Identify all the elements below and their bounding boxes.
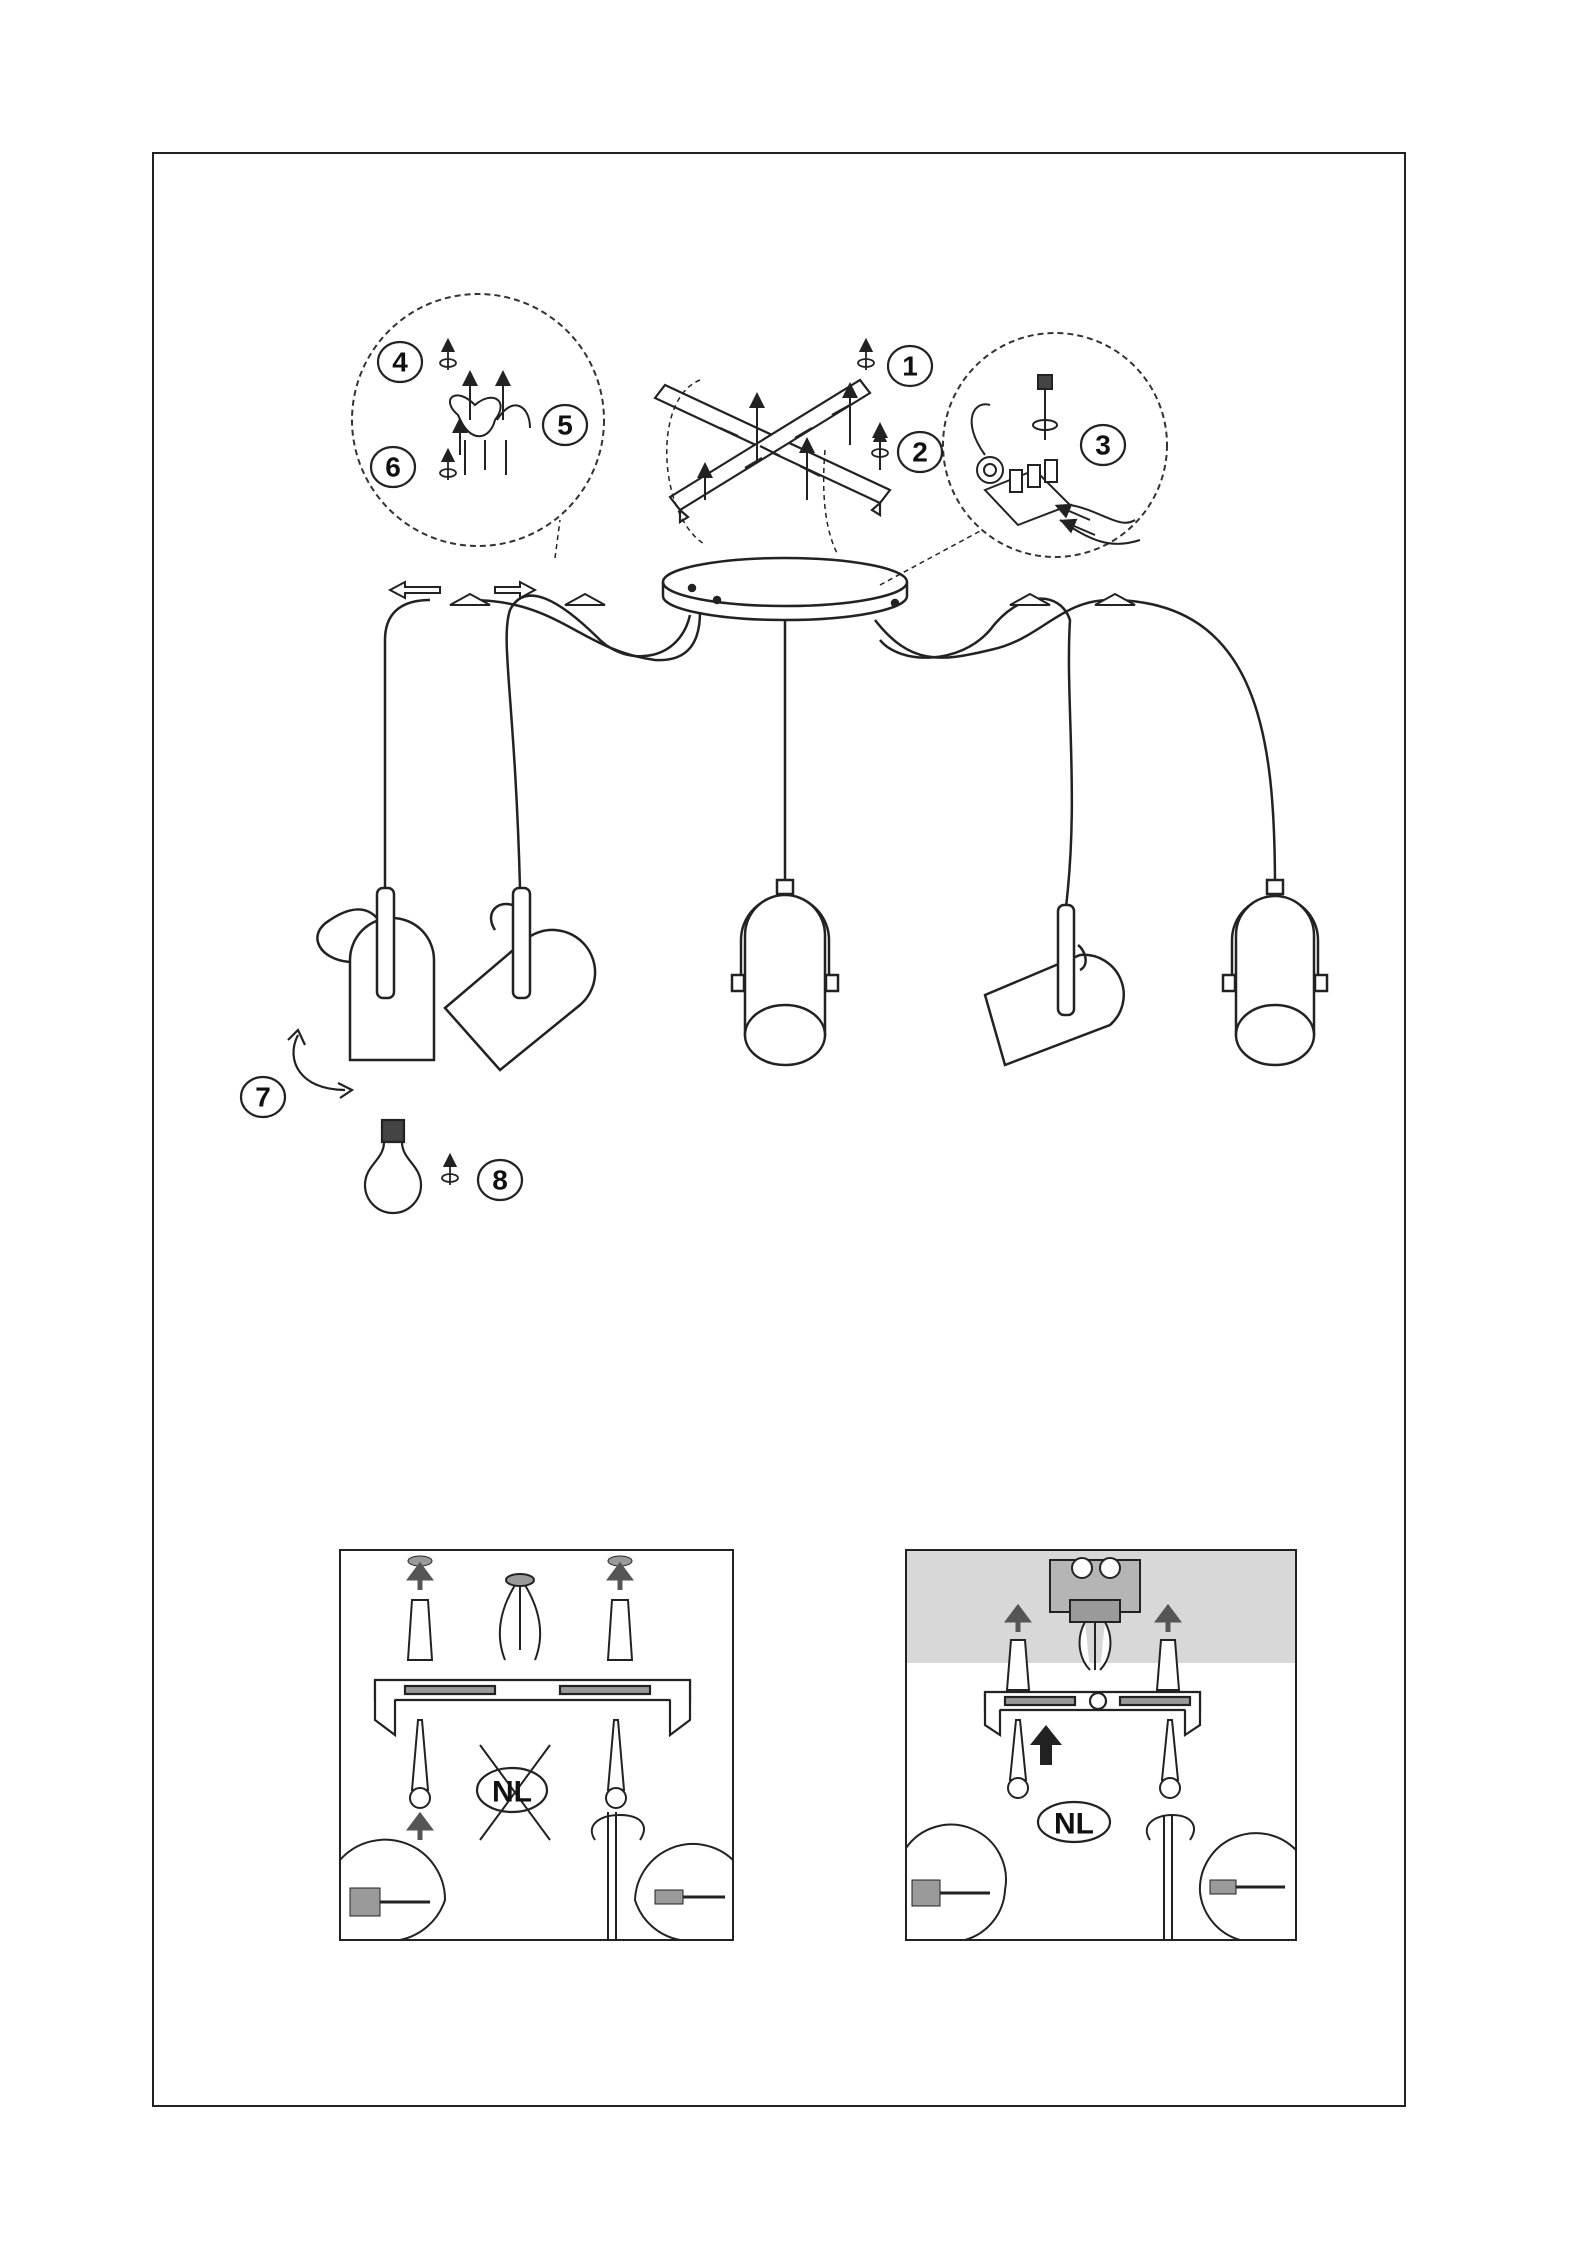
rotate-arrow-icon [288, 1030, 352, 1098]
region-code-left: NL [492, 1776, 532, 1809]
step-number-2: 2 [912, 437, 928, 468]
slide-adjust-arrows [390, 582, 535, 598]
cross-mounting-bracket [655, 380, 890, 522]
lamp-shade-1 [317, 888, 434, 1060]
step-number-3: 3 [1095, 430, 1111, 461]
detail-circle-terminal-block [943, 333, 1167, 557]
step-number-4: 4 [392, 347, 408, 378]
lamp-shade-4 [985, 905, 1124, 1065]
lamp-shade-3 [732, 880, 838, 1065]
pendant-cables [385, 596, 1275, 915]
leader-lines [555, 380, 982, 585]
region-code-right: NL [1054, 1808, 1094, 1841]
install-panel-right: NL [906, 1550, 1296, 1940]
step-number-6: 6 [385, 452, 401, 483]
lamp-shade-5 [1223, 880, 1327, 1065]
step-number-7: 7 [255, 1082, 271, 1113]
ceiling-canopy [663, 558, 907, 620]
step-number-8: 8 [492, 1165, 508, 1196]
lamp-shade-2 [445, 888, 595, 1070]
step-number-5: 5 [557, 410, 573, 441]
install-panel-left: NL [340, 1550, 733, 1940]
drill-icon [906, 1825, 1006, 1940]
step-number-1: 1 [902, 351, 918, 382]
light-bulb-icon [365, 1120, 421, 1213]
